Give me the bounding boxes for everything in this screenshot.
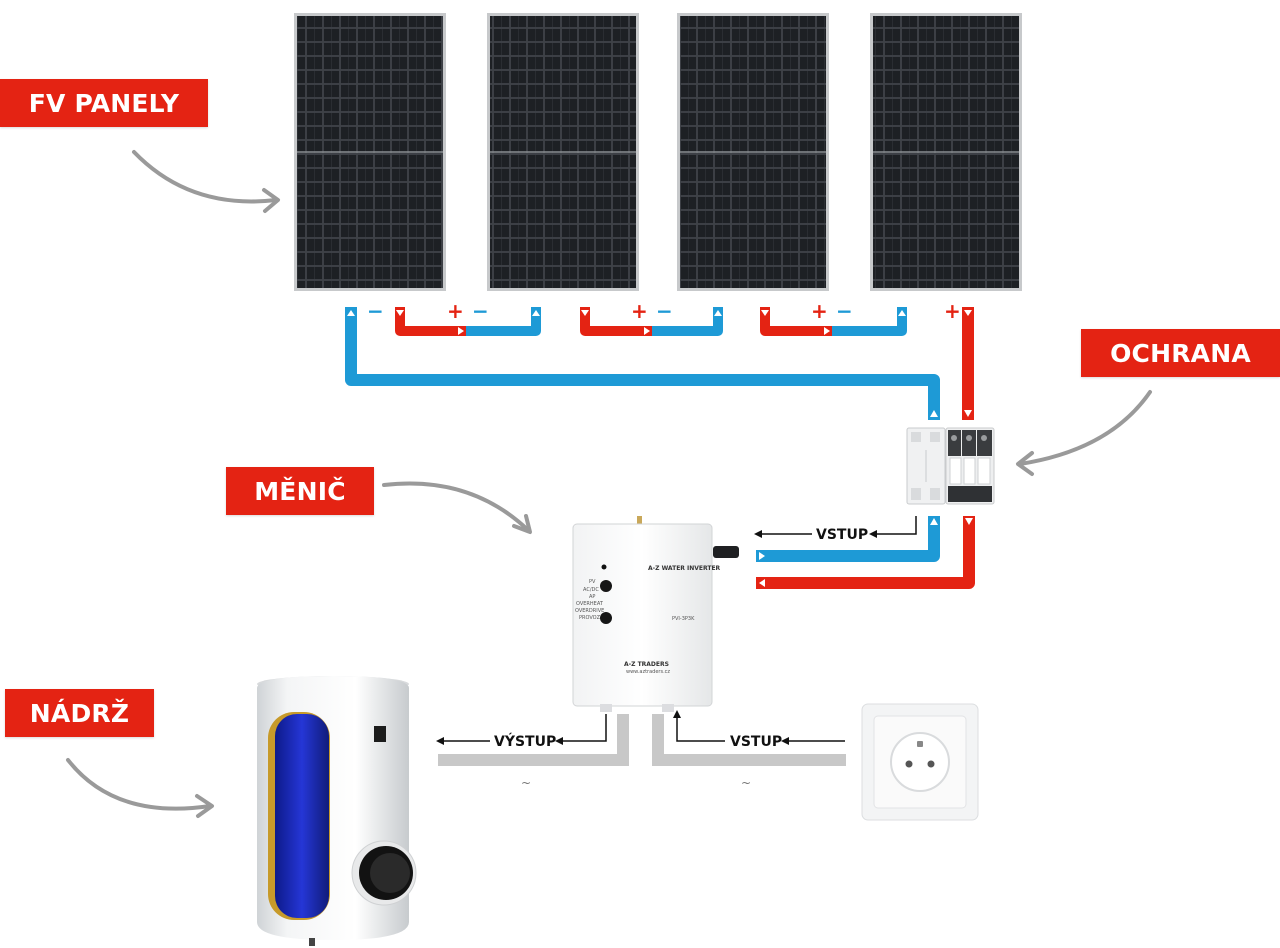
negative-to-inverter — [756, 516, 940, 562]
minus-sign: − — [836, 299, 853, 323]
minus-sign: − — [656, 299, 673, 323]
inverter-box-icon: A-Z WATER INVERTER PVI-3P3K A-Z TRADERS … — [572, 516, 739, 712]
inverter-led-label: OVERDRIVE — [575, 608, 604, 614]
inverter-website: www.aztraders.cz — [626, 669, 670, 675]
inverter-brand: A-Z TRADERS — [624, 661, 669, 668]
label-inverter: MĚNIČ — [226, 467, 374, 515]
minus-sign: − — [472, 299, 489, 323]
solar-panel-1-icon — [294, 13, 446, 291]
inverter-led-label: PV — [589, 579, 596, 585]
flow-label-vystup: VÝSTUP — [494, 732, 556, 750]
curved-arrow-icon — [132, 150, 280, 213]
flow-arrows — [440, 516, 917, 742]
label-protection: OCHRANA — [1081, 329, 1280, 377]
flow-label-vstup-dc: VSTUP — [816, 527, 868, 543]
label-tank: NÁDRŽ — [5, 689, 154, 737]
flow-label-vstup-ac: VSTUP — [730, 734, 782, 750]
plus-sign: + — [944, 299, 961, 323]
ac-symbol: ~ — [521, 776, 531, 790]
ac-input-wire — [652, 714, 846, 766]
plus-sign: + — [631, 299, 648, 323]
curved-arrow-icon — [382, 481, 532, 534]
surge-protection-icon — [906, 427, 995, 505]
positive-to-inverter — [756, 516, 975, 589]
curved-arrow-icon — [66, 758, 214, 818]
solar-panels — [294, 13, 1022, 291]
main-negative-wire — [345, 307, 940, 420]
water-heater-icon — [257, 676, 417, 946]
power-socket-icon — [861, 703, 979, 821]
plus-sign: + — [811, 299, 828, 323]
solar-panel-3-icon — [677, 13, 829, 291]
ac-wiring — [438, 714, 846, 766]
inverter-led-label: AP — [589, 594, 595, 600]
ac-symbol: ~ — [741, 776, 751, 790]
ac-output-wire — [438, 714, 629, 766]
plus-sign: + — [447, 299, 464, 323]
solar-panel-2-icon — [487, 13, 639, 291]
polarity-signs: − + − + − + − + — [367, 299, 961, 323]
inverter-model: PVI-3P3K — [672, 616, 695, 622]
label-fv-panels: FV PANELY — [0, 79, 208, 127]
minus-sign: − — [367, 299, 384, 323]
solar-panel-4-icon — [870, 13, 1022, 291]
curved-arrow-icon — [1016, 390, 1152, 476]
inverter-led-label: AC/DC — [583, 587, 599, 593]
flow-arrow-heads — [436, 530, 877, 745]
pointer-arrows — [66, 150, 1152, 818]
inverter-title: A-Z WATER INVERTER — [648, 565, 721, 572]
inverter-led-label: OVERHEAT — [576, 601, 604, 607]
inverter-led-label: PROVOZ — [579, 615, 601, 621]
wire-direction-markers — [347, 310, 973, 587]
